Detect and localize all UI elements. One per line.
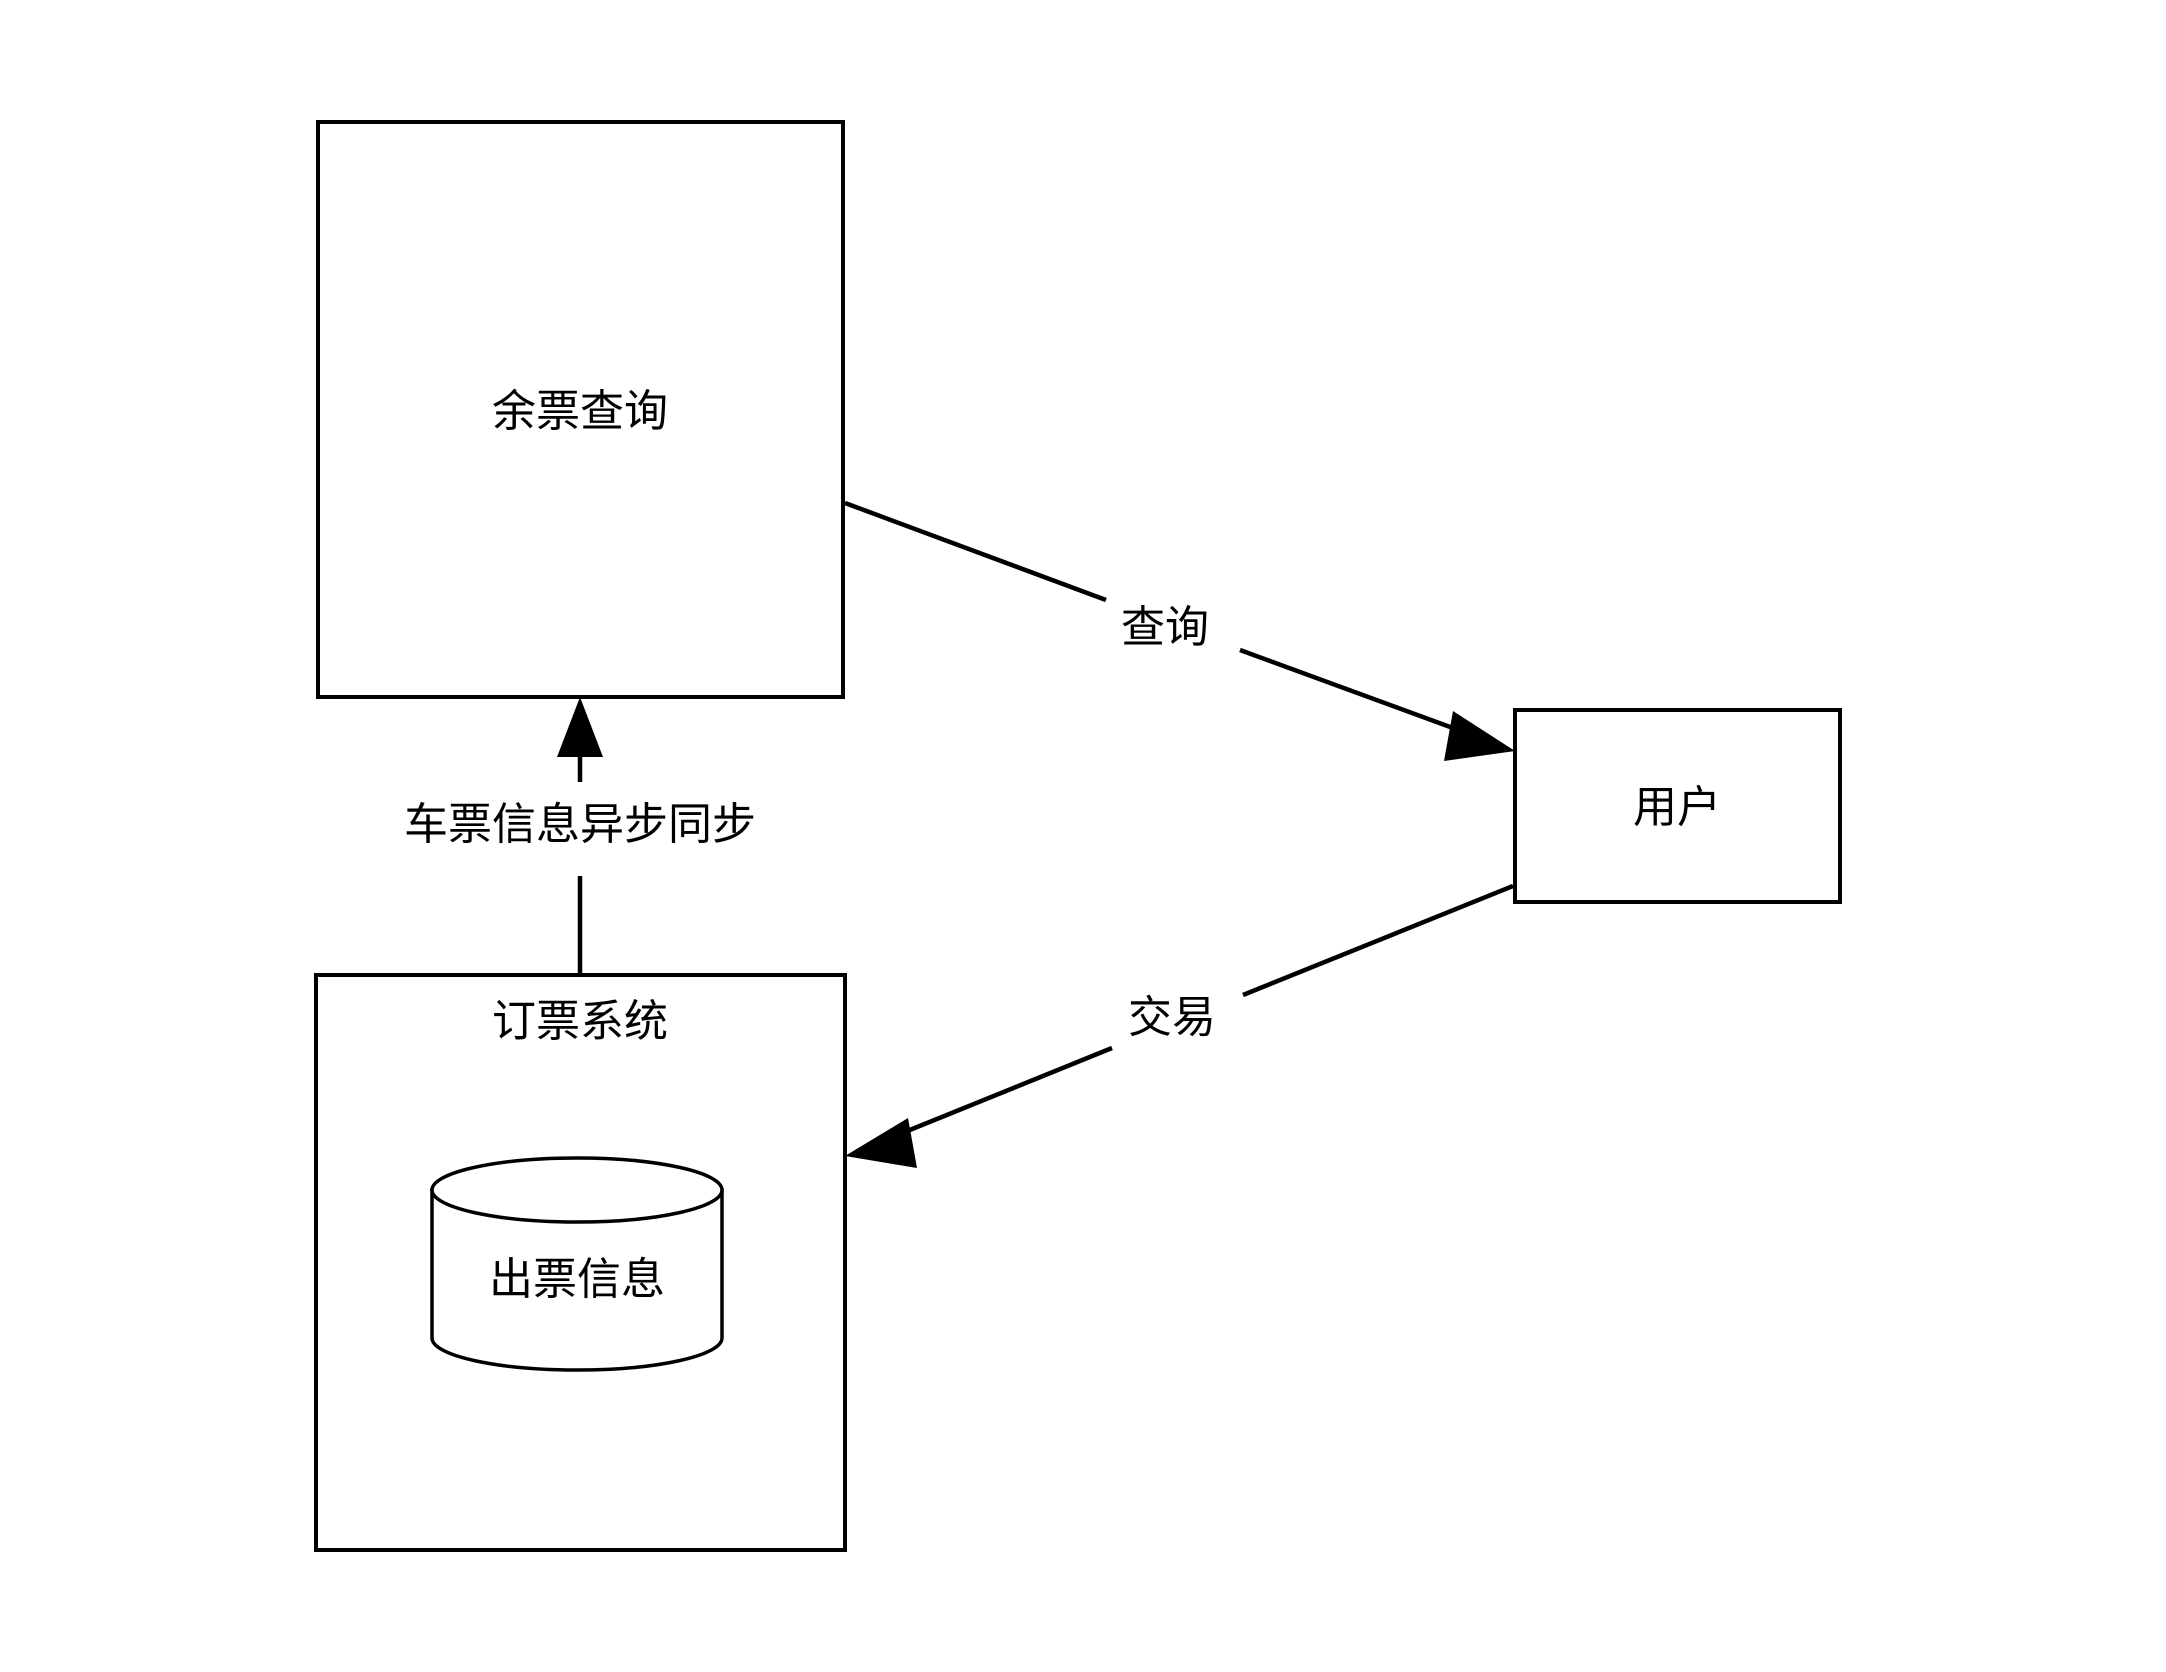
edge-query-arrow[interactable] bbox=[844, 500, 1515, 761]
edge-transaction-label: 交易 bbox=[1118, 994, 1226, 1042]
arrowhead-transaction bbox=[845, 1118, 917, 1168]
node-ticket-info-db-label: 出票信息 bbox=[489, 1255, 665, 1304]
node-user-box[interactable] bbox=[1513, 708, 1842, 904]
edge-query-segment-right bbox=[1239, 647, 1473, 738]
edge-sync-label: 车票信息异步同步 bbox=[394, 801, 766, 849]
node-user-label: 用户 bbox=[1633, 783, 1721, 832]
arrowhead-sync bbox=[557, 697, 603, 757]
edge-transaction-arrow[interactable] bbox=[845, 883, 1514, 1168]
edge-query-segment-left bbox=[844, 500, 1107, 603]
arrowhead-query bbox=[1444, 711, 1515, 761]
edge-transaction-segment-left bbox=[889, 1045, 1113, 1141]
node-booking-system-label: 订票系统 bbox=[492, 997, 668, 1046]
edge-query-label: 查询 bbox=[1111, 604, 1219, 652]
node-ticket-query-label: 余票查询 bbox=[492, 387, 668, 436]
edge-transaction-segment-right bbox=[1242, 883, 1514, 998]
edge-sync-arrow[interactable] bbox=[557, 697, 603, 975]
node-ticket-query-box[interactable] bbox=[316, 120, 845, 699]
cylinder-top-ellipse bbox=[430, 1156, 724, 1224]
node-ticket-info-db-cylinder[interactable] bbox=[430, 1156, 724, 1372]
cylinder-body bbox=[430, 1188, 724, 1372]
